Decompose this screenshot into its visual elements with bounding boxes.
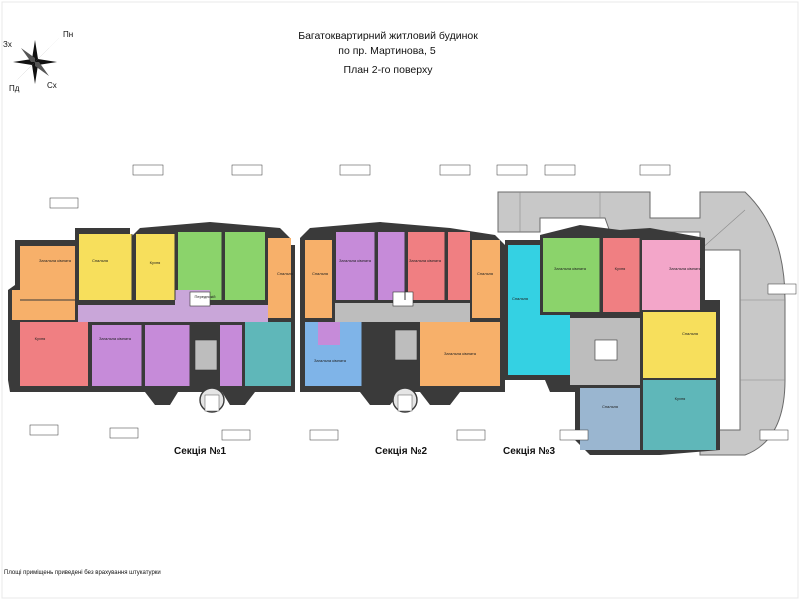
room-labels: Загальна кімната Спальня Кухня Передпокі… [35,258,702,409]
svg-text:Загальна кімната: Загальна кімната [554,266,587,271]
svg-text:Кухня: Кухня [675,396,686,401]
partitions [20,232,641,386]
compass-south-label: Пд [9,84,20,93]
section-3-label: Секція №3 [503,446,556,457]
terrace-section3 [497,191,786,456]
svg-text:Кухня: Кухня [615,266,626,271]
compass-rose-icon [8,35,62,89]
svg-text:Спальня: Спальня [312,271,328,276]
compass-east-label: Сх [47,81,57,90]
svg-text:Загальна кімната: Загальна кімната [99,336,132,341]
section-2-plan [300,222,505,413]
svg-text:Загальна кімната: Загальна кімната [339,258,372,263]
section-1-plan [8,222,295,413]
svg-text:Спальня: Спальня [477,271,493,276]
reference-tags [29,164,797,441]
compass-west-label: Зх [3,40,12,49]
svg-text:Спальня: Спальня [512,296,528,301]
title-line-1: Багатоквартирний житловий будинок [298,30,478,42]
svg-text:Спальня: Спальня [682,331,698,336]
svg-text:Загальна кімната: Загальна кімната [314,358,347,363]
svg-text:Кухня: Кухня [35,336,46,341]
svg-text:Спальня: Спальня [602,404,618,409]
compass-north-label: Пн [63,30,74,39]
title-line-2: по пр. Мартинова, 5 [338,45,436,57]
svg-text:Загальна кімната: Загальна кімната [409,258,442,263]
footnote: Площі приміщень приведені без врахування… [4,570,161,576]
svg-text:Загальна кімната: Загальна кімната [669,266,702,271]
svg-text:Загальна кімната: Загальна кімната [444,351,477,356]
svg-text:Спальня: Спальня [277,271,293,276]
section-2-label: Секція №2 [375,446,428,457]
room-label-living: Загальна кімната [39,258,72,263]
room-label-hall: Передпокій [194,294,215,299]
room-label-kitchen: Кухня [150,260,161,265]
section-1-label: Секція №1 [174,446,227,457]
section-3-plan [505,225,720,455]
title-line-3: План 2-го поверху [343,64,433,76]
room-label-bedroom: Спальня [92,258,108,263]
